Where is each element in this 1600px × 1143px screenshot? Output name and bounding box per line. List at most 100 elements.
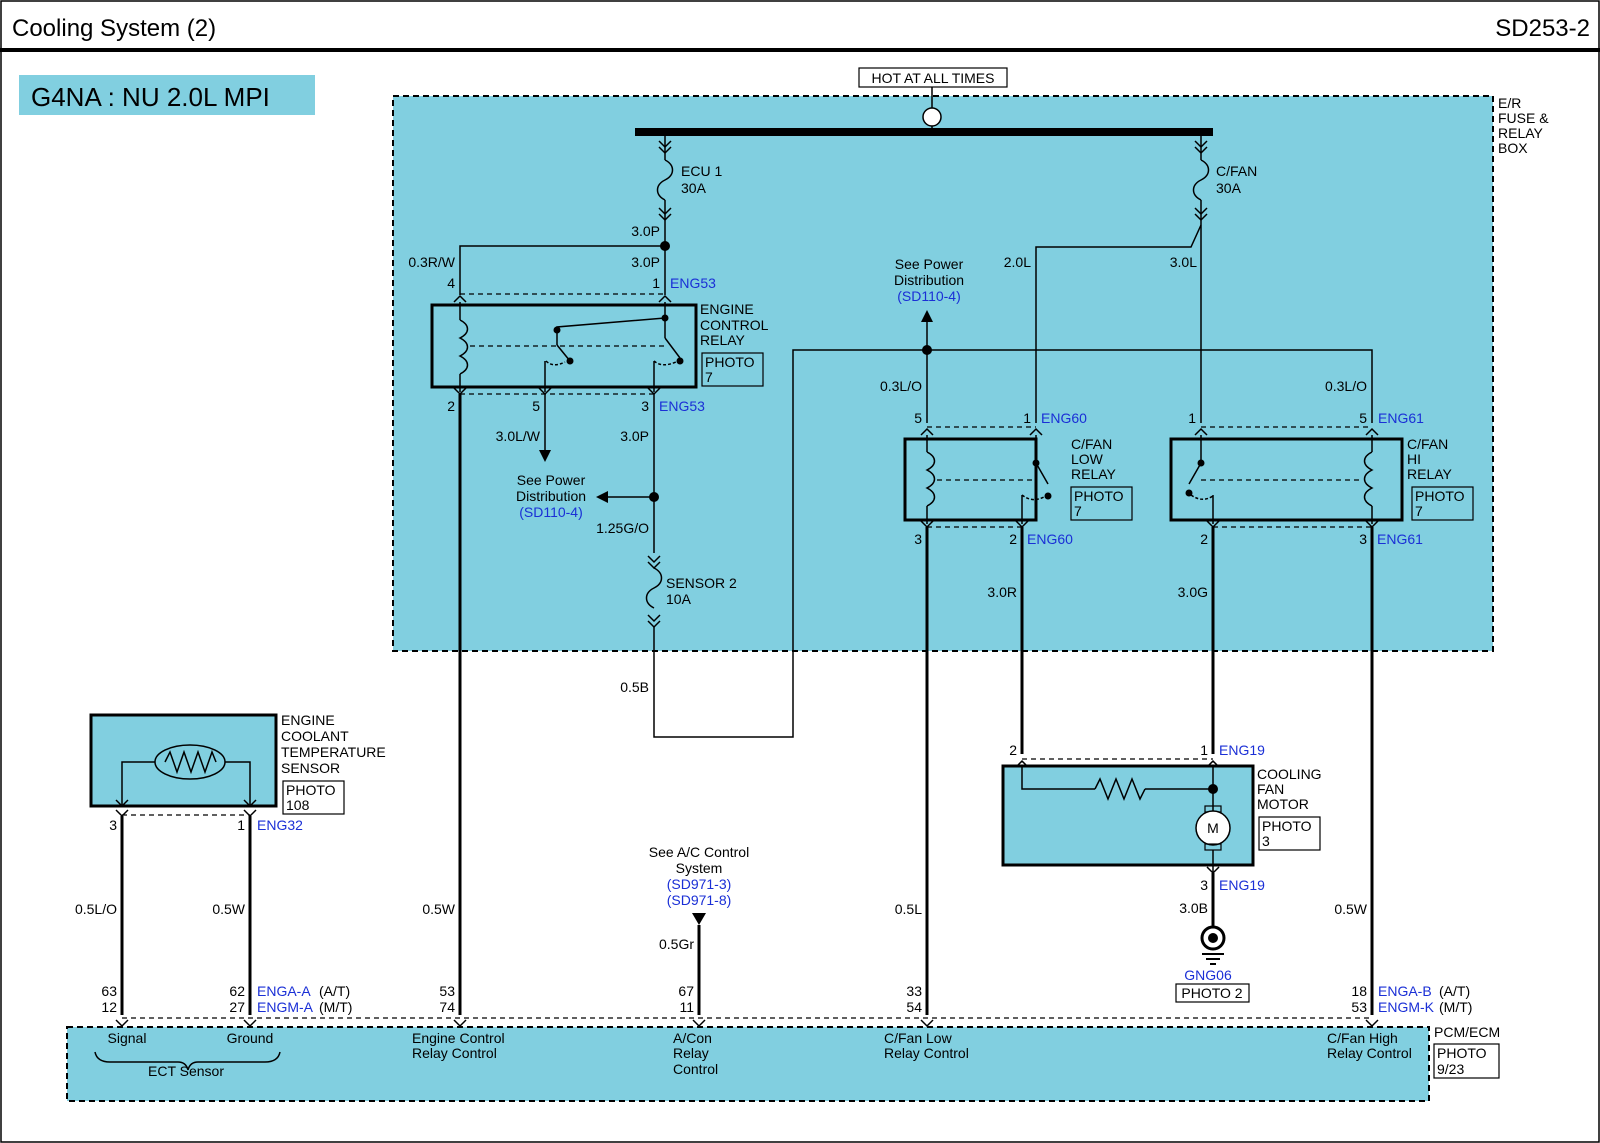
label-components-ect-1: COOLANT bbox=[281, 728, 349, 744]
label-pins-p27: 33 bbox=[906, 983, 922, 999]
ref-power-dist-2: See Power Distribution (SD110-4) bbox=[894, 256, 964, 304]
label-components-ect-2: TEMPERATURE bbox=[281, 744, 386, 760]
label-pins-p9: 2 bbox=[1009, 531, 1017, 547]
label-photos-ect-0: PHOTO bbox=[286, 782, 336, 798]
hot-label-box bbox=[858, 67, 1008, 88]
cfan-low-internals bbox=[925, 435, 1052, 524]
label-pins-p23: 53 bbox=[439, 983, 455, 999]
label-pins-p22: 27 bbox=[229, 999, 245, 1015]
label-pins-p20: 12 bbox=[101, 999, 117, 1015]
label-components-motor_symbol: M bbox=[1207, 820, 1219, 836]
label-pins-p17: 3 bbox=[109, 817, 117, 833]
label-components-ect-0: ENGINE bbox=[281, 712, 335, 728]
label-connectors-gng06: GNG06 bbox=[1184, 967, 1232, 983]
label-pins-p18: 1 bbox=[237, 817, 245, 833]
label-pcm_labels-ecr_ctrl-1: Relay Control bbox=[412, 1045, 497, 1061]
label-references-ac-2: (SD971-3) bbox=[667, 876, 732, 892]
label-wires-w13: 3.0G bbox=[1178, 584, 1208, 600]
label-references-pd2-2: (SD110-4) bbox=[897, 288, 961, 304]
label-wires-w5: 3.0L bbox=[1170, 254, 1197, 270]
label-connectors-eng53: ENG53 bbox=[659, 398, 705, 414]
label-pins-p1: 4 bbox=[447, 275, 455, 291]
label-wires-w12: 3.0R bbox=[987, 584, 1017, 600]
label-connectors-eng61: ENG61 bbox=[1377, 531, 1423, 547]
label-photos-ect-1: 108 bbox=[286, 797, 310, 813]
ect-sensor bbox=[89, 713, 278, 808]
label-components-ecr-2: RELAY bbox=[700, 332, 746, 348]
fuse-relay-box bbox=[392, 95, 1494, 652]
label-connectors-eng61: ENG61 bbox=[1378, 410, 1424, 426]
label-fuse_box_label-0: E/R bbox=[1498, 95, 1521, 111]
label-photos-ecr-1: 7 bbox=[705, 369, 713, 385]
ect-label: ENGINE COOLANT TEMPERATURE SENSOR bbox=[281, 712, 386, 776]
label-pins-p3: 2 bbox=[447, 398, 455, 414]
cfan-hi-label: C/FAN HI RELAY bbox=[1407, 436, 1453, 482]
fuse-box-label: E/R FUSE & RELAY BOX bbox=[1498, 95, 1549, 156]
page-code: SD253-2 bbox=[1495, 15, 1590, 42]
ect-brace bbox=[94, 1051, 281, 1071]
label-pins-p2: 1 bbox=[652, 275, 660, 291]
label-pins-p8: 3 bbox=[914, 531, 922, 547]
label-pins-p24: 74 bbox=[439, 999, 455, 1015]
ecr-label: ENGINE CONTROL RELAY bbox=[700, 301, 769, 348]
label-wires-w7: 0.3L/O bbox=[1325, 378, 1367, 394]
engine-badge-label: G4NA : NU 2.0L MPI bbox=[31, 82, 270, 112]
label-components-cfan_hi-0: C/FAN bbox=[1407, 436, 1448, 452]
label-references-ac-0: See A/C Control bbox=[649, 844, 749, 860]
page-title: Cooling System (2) bbox=[12, 15, 216, 42]
label-components-ecr-0: ENGINE bbox=[700, 301, 754, 317]
label-fuses-cfan-1: 30A bbox=[1216, 180, 1242, 196]
label-wires-w10: 1.25G/O bbox=[596, 520, 649, 536]
label-wires-w3: 3.0P bbox=[631, 254, 660, 270]
label-components-motor-0: COOLING bbox=[1257, 766, 1322, 782]
label-references-ac-3: (SD971-8) bbox=[667, 892, 732, 908]
label-pins-p15: 1 bbox=[1200, 742, 1208, 758]
label-fuse_box_label-3: BOX bbox=[1498, 140, 1528, 156]
label-references-ac-1: System bbox=[676, 860, 723, 876]
label-components-motor-1: FAN bbox=[1257, 781, 1284, 797]
label-pins-p6: 5 bbox=[914, 410, 922, 426]
label-wires-w8: 3.0L/W bbox=[496, 428, 541, 444]
label-photos-low-1: 7 bbox=[1074, 503, 1082, 519]
ecr-internals bbox=[458, 302, 684, 392]
label-components-cfan_low-1: LOW bbox=[1071, 451, 1104, 467]
label-photos-gnd: PHOTO 2 bbox=[1181, 985, 1242, 1001]
label-components-cfan_low-0: C/FAN bbox=[1071, 436, 1112, 452]
engine-badge bbox=[19, 75, 315, 115]
label-pcm_labels-ecr_ctrl-0: Engine Control bbox=[412, 1030, 505, 1046]
label-connectors-eng60: ENG60 bbox=[1027, 531, 1073, 547]
label-photos-low-0: PHOTO bbox=[1074, 488, 1124, 504]
label-connectors-eng19: ENG19 bbox=[1219, 877, 1265, 893]
label-references-pd1-2: (SD110-4) bbox=[519, 504, 583, 520]
label-pcm_labels-low_ctrl-0: C/Fan Low bbox=[884, 1030, 953, 1046]
label-pins-p11: 5 bbox=[1359, 410, 1367, 426]
label-connectors-eng32: ENG32 bbox=[257, 817, 303, 833]
label-connectors-eng60: ENG60 bbox=[1041, 410, 1087, 426]
bus-bar bbox=[635, 128, 1213, 136]
label-fuse_box_label-2: RELAY bbox=[1498, 125, 1544, 141]
label-connectors-engm_k: ENGM-K bbox=[1378, 999, 1435, 1015]
label-pins-p19: 63 bbox=[101, 983, 117, 999]
label-fuses-ecu1-1: 30A bbox=[681, 180, 707, 196]
label-photos-pcm-0: PHOTO bbox=[1437, 1045, 1487, 1061]
label-pcm_labels-ect: ECT Sensor bbox=[148, 1063, 224, 1079]
engine-control-relay bbox=[430, 303, 698, 389]
label-wires-w16: 0.5W bbox=[422, 901, 455, 917]
label-components-motor-2: MOTOR bbox=[1257, 796, 1309, 812]
label-pcm_labels-acon-0: A/Con bbox=[673, 1030, 712, 1046]
label-wires-w4: 2.0L bbox=[1004, 254, 1031, 270]
power-terminal bbox=[922, 107, 942, 127]
label-references-pd1-1: Distribution bbox=[516, 488, 586, 504]
cfan-low-relay bbox=[903, 437, 1038, 522]
label-pins-p16: 3 bbox=[1200, 877, 1208, 893]
label-wires-w18: 0.5L bbox=[895, 901, 922, 917]
label-fuses-sensor2-0: SENSOR 2 bbox=[666, 575, 737, 591]
label-pcm_labels-high_ctrl-0: C/Fan High bbox=[1327, 1030, 1398, 1046]
fuse-cfan bbox=[1192, 136, 1210, 225]
cfan-low-label: C/FAN LOW RELAY bbox=[1071, 436, 1117, 482]
label-pins-p28: 54 bbox=[906, 999, 922, 1015]
label-pcm_labels-signal: Signal bbox=[108, 1030, 147, 1046]
label-connectors-eng53: ENG53 bbox=[670, 275, 716, 291]
pcm-ecm-box bbox=[66, 1026, 1430, 1102]
fuse-ecu1 bbox=[656, 136, 674, 246]
